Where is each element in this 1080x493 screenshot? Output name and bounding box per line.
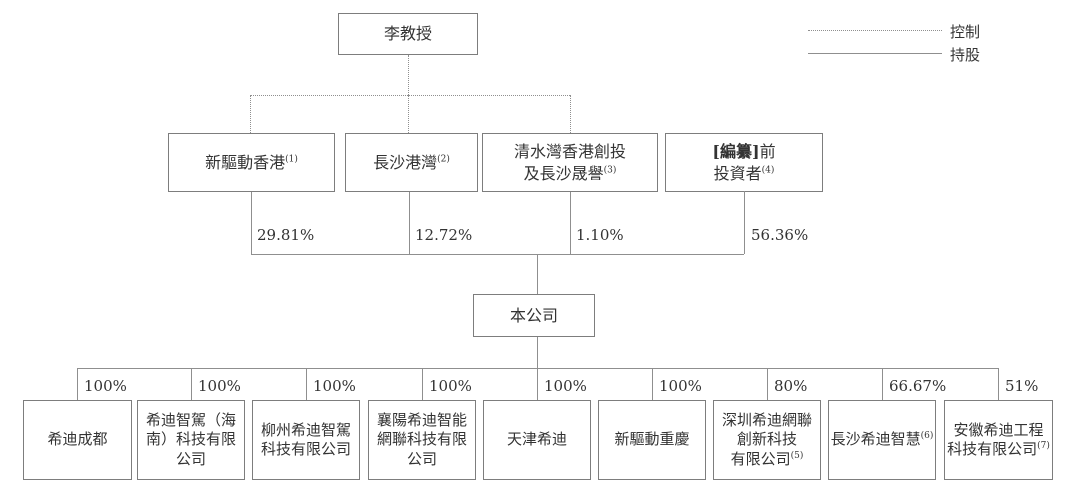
pct-label-sub2: 100% — [198, 377, 241, 395]
legend-control-label: 控制 — [950, 23, 981, 41]
node-xindrive-hk: 新驅動香港(1) — [168, 133, 335, 192]
node-cidi-xiangyang-label: 襄陽希迪智能 網聯科技有限 公司 — [376, 410, 467, 468]
footnote-sup-1: (1) — [285, 154, 298, 165]
control-connector-crossbar — [250, 95, 570, 96]
equity-connector-sub8 — [882, 368, 883, 400]
pct-label-sub3: 100% — [313, 377, 356, 395]
equity-connector-sub4 — [422, 368, 423, 400]
node-cidi-tianjin: 天津希迪 — [483, 400, 591, 480]
footnote-sup-6: (6) — [920, 431, 934, 442]
node-professor-li: 李教授 — [338, 13, 478, 55]
legend-holding-line — [808, 53, 942, 54]
node-pre-investors-redacted: [編纂] — [712, 141, 760, 161]
equity-connector-sub1 — [77, 368, 78, 400]
node-cidi-chengdu: 希迪成都 — [23, 400, 132, 480]
footnote-sup-7: (7) — [1037, 441, 1050, 451]
node-cidi-anhui: 安徽希迪工程 科技有限公司(7) — [944, 400, 1053, 480]
control-connector-drop-3 — [570, 95, 571, 133]
node-cidi-hainan-label: 希迪智駕（海 南）科技有限 公司 — [145, 410, 236, 468]
pct-label-sub8: 66.67% — [889, 377, 947, 395]
equity-connector-company-stem — [537, 254, 538, 294]
node-qingshuiwan-shengyu-label: 清水灣香港創投 及長沙晟譽 — [513, 141, 626, 183]
equity-connector-sub5 — [537, 368, 538, 400]
pct-label-sub6: 100% — [659, 377, 702, 395]
equity-connector-sub2 — [191, 368, 192, 400]
pct-label-sh4: 56.36% — [751, 226, 809, 244]
pct-label-sh2: 12.72% — [415, 226, 473, 244]
node-pre-investors-label: 前 投資者 — [713, 141, 776, 183]
node-pre-investors: [編纂]前 投資者(4) — [665, 133, 823, 192]
node-xindrive-chongqing-label: 新驅動重慶 — [614, 430, 690, 449]
node-cidi-shenzhen-label: 深圳希迪網聯 創新科技 有限公司 — [721, 410, 812, 468]
node-changsha-gangwan: 長沙港灣(2) — [345, 133, 478, 192]
node-cidi-changsha-smart: 長沙希迪智慧(6) — [828, 400, 936, 480]
control-connector-root-stem — [408, 55, 409, 95]
node-professor-li-label: 李教授 — [383, 24, 432, 44]
node-xindrive-chongqing: 新驅動重慶 — [598, 400, 706, 480]
pct-label-sub5: 100% — [544, 377, 587, 395]
equity-connector-sub6 — [652, 368, 653, 400]
node-cidi-xiangyang: 襄陽希迪智能 網聯科技有限 公司 — [368, 400, 476, 480]
node-company-label: 本公司 — [509, 305, 558, 325]
node-cidi-liuzhou: 柳州希迪智駕 科技有限公司 — [252, 400, 360, 480]
footnote-sup-5: (5) — [790, 450, 804, 461]
equity-connector-sh3 — [570, 192, 571, 254]
pct-label-sub4: 100% — [429, 377, 472, 395]
pct-label-sh3: 1.10% — [576, 226, 624, 244]
pct-label-sub7: 80% — [774, 377, 808, 395]
node-cidi-anhui-label: 安徽希迪工程 科技有限公司 — [947, 420, 1044, 459]
footnote-sup-4: (4) — [761, 165, 775, 176]
node-changsha-gangwan-label: 長沙港灣 — [373, 152, 438, 172]
equity-connector-crossbar-top — [251, 254, 744, 255]
node-cidi-tianjin-label: 天津希迪 — [506, 430, 567, 449]
equity-connector-sh1 — [251, 192, 252, 254]
equity-connector-company-down — [537, 337, 538, 368]
node-cidi-chengdu-label: 希迪成都 — [47, 430, 108, 449]
node-cidi-liuzhou-label: 柳州希迪智駕 科技有限公司 — [260, 420, 351, 459]
control-connector-drop-2 — [408, 95, 409, 133]
node-cidi-changsha-smart-label: 長沙希迪智慧 — [830, 430, 921, 449]
equity-connector-sub7 — [767, 368, 768, 400]
equity-connector-sub3 — [306, 368, 307, 400]
equity-connector-sh2 — [409, 192, 410, 254]
legend-control-line — [808, 30, 942, 31]
pct-label-sub1: 100% — [84, 377, 127, 395]
node-qingshuiwan-shengyu: 清水灣香港創投 及長沙晟譽(3) — [482, 133, 658, 192]
node-xindrive-hk-label: 新驅動香港 — [205, 152, 286, 172]
pct-label-sub9: 51% — [1005, 377, 1039, 395]
equity-connector-sub9 — [998, 368, 999, 400]
footnote-sup-2: (2) — [437, 154, 450, 165]
node-cidi-shenzhen: 深圳希迪網聯 創新科技 有限公司(5) — [713, 400, 821, 480]
node-company: 本公司 — [473, 294, 595, 337]
pct-label-sh1: 29.81% — [257, 226, 315, 244]
legend-holding-label: 持股 — [950, 46, 981, 64]
equity-connector-sh4 — [744, 191, 745, 254]
footnote-sup-3: (3) — [603, 165, 617, 176]
control-connector-drop-1 — [250, 95, 251, 133]
node-cidi-hainan: 希迪智駕（海 南）科技有限 公司 — [137, 400, 245, 480]
